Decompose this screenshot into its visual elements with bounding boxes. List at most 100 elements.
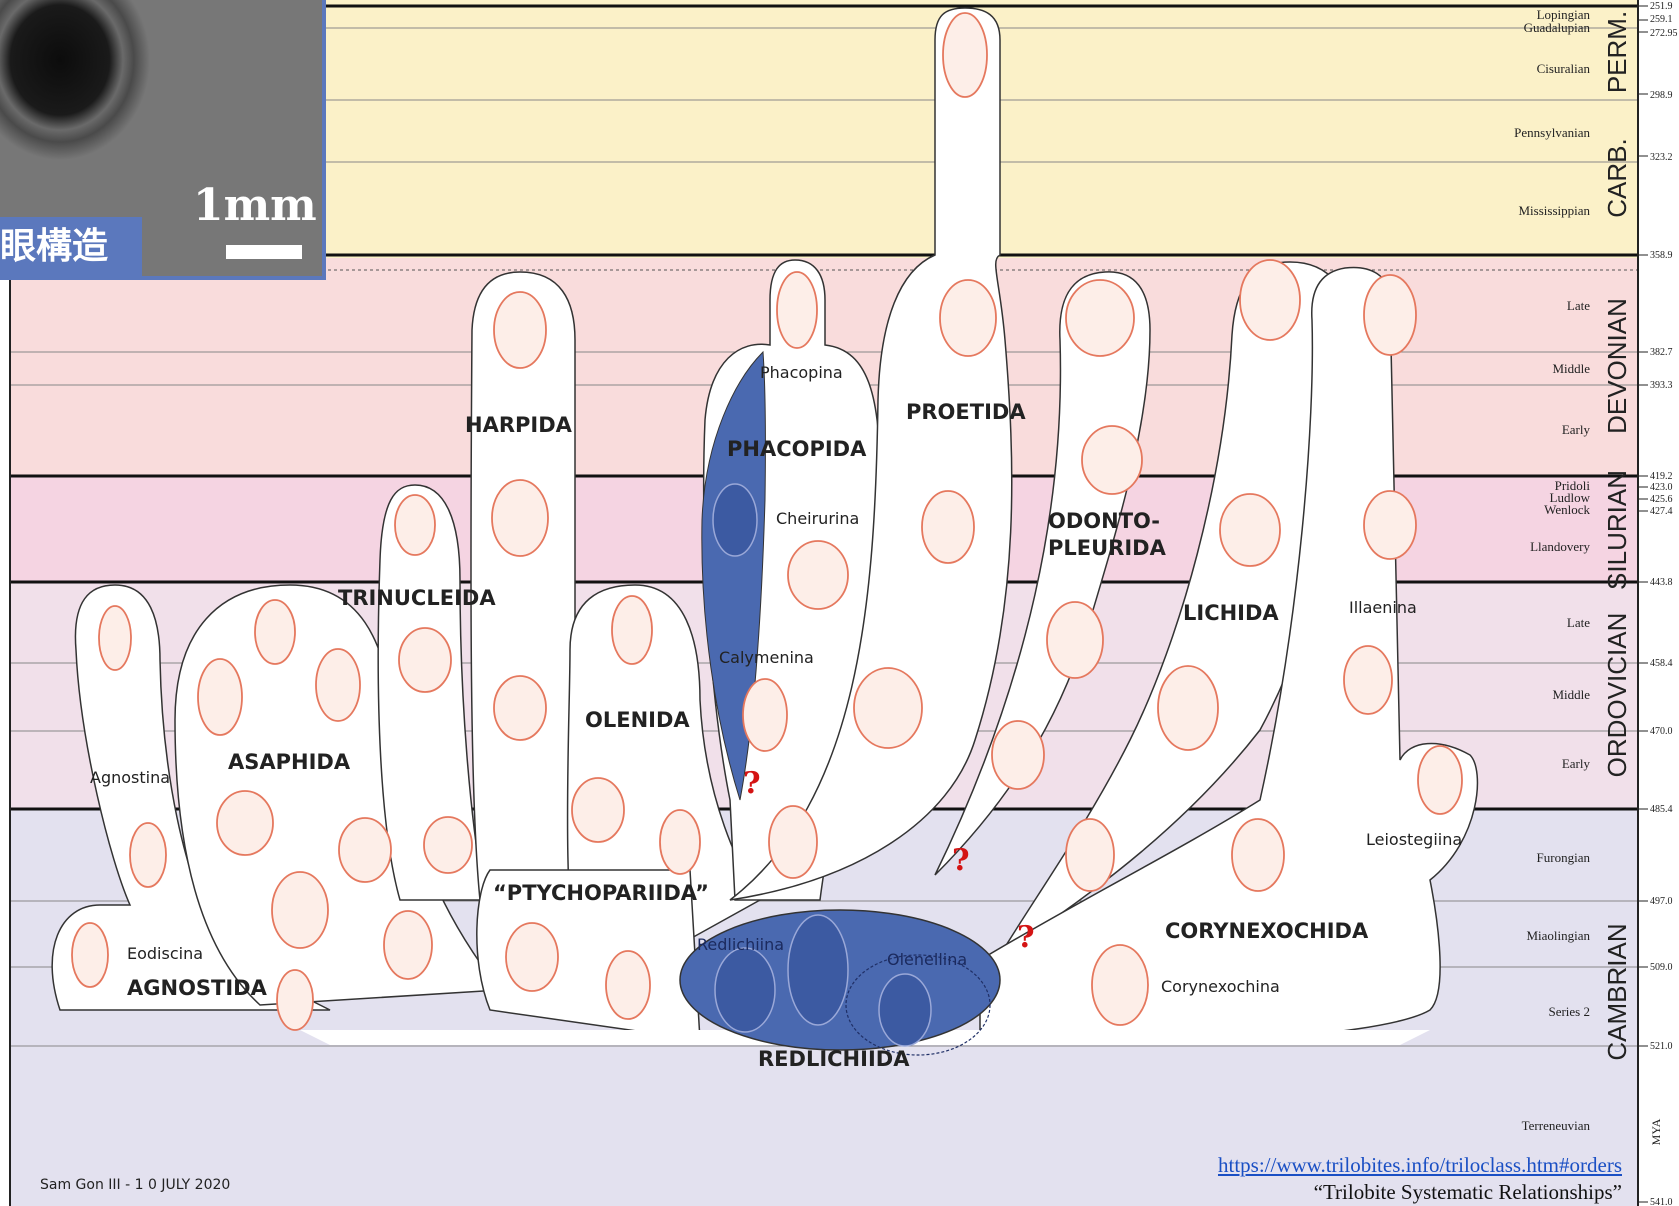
stage-wenlock: Wenlock	[1544, 502, 1590, 517]
trilobite-figure	[1418, 746, 1462, 814]
trilobite-figure	[572, 778, 624, 842]
suborder-corynexochina: Corynexochina	[1161, 977, 1280, 996]
mya-label: 541.0	[1650, 1197, 1673, 1206]
trilobite-figure	[1220, 494, 1280, 566]
trilobite-figure	[943, 13, 987, 97]
figure-caption: “Trilobite Systematic Relationships”	[1314, 1180, 1622, 1205]
mya-label: 497.0	[1650, 896, 1673, 907]
stage-terreneuvian: Terreneuvian	[1522, 1118, 1591, 1133]
trilobite-figure	[1066, 280, 1134, 356]
trilobite-figure	[715, 948, 775, 1032]
mya-label: 470.0	[1650, 726, 1673, 737]
mya-label: 521.0	[1650, 1041, 1673, 1052]
stage-ordovician-middle: Middle	[1552, 687, 1590, 702]
order-odonto: ODONTO-	[1048, 509, 1160, 533]
trilobite-figure	[492, 480, 548, 556]
suborder-eodiscina: Eodiscina	[127, 944, 203, 963]
trilobite-figure	[255, 600, 295, 664]
trilobite-figure	[339, 818, 391, 882]
order-agnostida: AGNOSTIDA	[127, 976, 268, 1000]
mya-label: 485.4	[1650, 804, 1673, 815]
stage-devonian-late: Late	[1567, 298, 1590, 313]
trilobite-figure	[1364, 275, 1416, 355]
order-ptychopariida: “PTYCHOPARIIDA”	[493, 881, 709, 905]
trilobite-figure	[922, 491, 974, 563]
mya-label: 443.8	[1650, 577, 1673, 588]
mya-label: 425.6	[1650, 494, 1673, 505]
mya-label: 259.1	[1650, 14, 1673, 25]
mya-label: 393.3	[1650, 380, 1673, 391]
mya-labels: 251.9 259.1 272.95 298.9 323.2 358.9 382…	[1649, 1, 1678, 1206]
mya-label: 358.9	[1650, 250, 1673, 261]
mya-label: 298.9	[1650, 90, 1673, 101]
trilobite-figure	[316, 649, 360, 721]
period-devonian: DEVONIAN	[1602, 298, 1632, 434]
stage-guadalupian: Guadalupian	[1524, 20, 1591, 35]
trilobite-figure	[777, 272, 817, 348]
trilobite-figure	[992, 721, 1044, 789]
suborder-leiostegiina: Leiostegiina	[1366, 830, 1462, 849]
trilobite-figure	[854, 668, 922, 748]
stage-ordovician-late: Late	[1567, 615, 1590, 630]
suborder-cheirurina: Cheirurina	[776, 509, 859, 528]
trilobite-figure	[606, 951, 650, 1019]
trilobite-figure	[1240, 260, 1300, 340]
scale-label: 1mm	[193, 180, 317, 231]
trilobite-figure	[506, 923, 558, 991]
uncertain-mark: ?	[1017, 920, 1035, 955]
stage-series-2: Series 2	[1548, 1004, 1590, 1019]
trilobite-figure	[494, 676, 546, 740]
inset-tag: 眼構造	[0, 217, 142, 277]
trilobite-figure	[399, 628, 451, 692]
order-corynexochida: CORYNEXOCHIDA	[1165, 919, 1369, 943]
suborder-illaenina: Illaenina	[1349, 598, 1417, 617]
uncertain-mark: ?	[952, 843, 970, 878]
period-silurian: SILURIAN	[1602, 470, 1632, 590]
order-redlichiida: REDLICHIIDA	[758, 1047, 910, 1071]
trilobite-figure	[395, 495, 435, 555]
order-asaphida: ASAPHIDA	[228, 750, 351, 774]
stage-pennsylvanian: Pennsylvanian	[1514, 125, 1590, 140]
source-link[interactable]: https://www.trilobites.info/triloclass.h…	[1218, 1153, 1622, 1178]
trilobite-figure	[494, 292, 546, 368]
period-ordovician: ORDOVICIAN	[1602, 613, 1632, 778]
uncertain-mark: ?	[743, 766, 761, 801]
period-carb: CARB.	[1602, 138, 1632, 217]
mya-unit: MYA	[1649, 1118, 1663, 1145]
eye-structure-inset: 1mm 眼構造	[0, 0, 326, 280]
order-trinucleida: TRINUCLEIDA	[338, 586, 496, 610]
order-harpida: HARPIDA	[465, 413, 573, 437]
trilobite-figure	[272, 872, 328, 948]
mya-label: 458.4	[1650, 658, 1673, 669]
trilobite-figure	[72, 923, 108, 987]
trilobite-figure	[743, 679, 787, 751]
mya-label: 323.2	[1650, 152, 1673, 163]
mya-tick-marks	[1638, 6, 1648, 1202]
mya-label: 251.9	[1650, 1, 1673, 12]
trilobite-figure	[788, 541, 848, 609]
stage-miaolingian: Miaolingian	[1526, 928, 1590, 943]
trilobite-figure	[612, 596, 652, 664]
mya-label: 509.0	[1650, 962, 1673, 973]
trilobite-figure	[713, 484, 757, 556]
trilobite-figure	[1082, 426, 1142, 494]
stage-cisuralian: Cisuralian	[1537, 61, 1591, 76]
trilobite-figure	[277, 970, 313, 1030]
order-proetida: PROETIDA	[906, 400, 1026, 424]
trilobite-figure	[1092, 945, 1148, 1025]
trilobite-figure	[217, 791, 273, 855]
trilobite-figure	[130, 823, 166, 887]
mya-label: 423.0	[1650, 482, 1673, 493]
period-cambrian: CAMBRIAN	[1602, 923, 1632, 1060]
trilobite-figure	[198, 659, 242, 735]
order-phacopida: PHACOPIDA	[727, 437, 867, 461]
trilobite-figure	[1232, 819, 1284, 891]
trilobite-figure	[1364, 491, 1416, 559]
suborder-phacopina: Phacopina	[760, 363, 843, 382]
period-perm: PERM.	[1602, 11, 1632, 93]
order-olenida: OLENIDA	[585, 708, 690, 732]
suborder-olenellina: Olenellina	[887, 950, 967, 969]
mya-label: 382.7	[1650, 347, 1673, 358]
mya-label: 419.2	[1650, 471, 1673, 482]
